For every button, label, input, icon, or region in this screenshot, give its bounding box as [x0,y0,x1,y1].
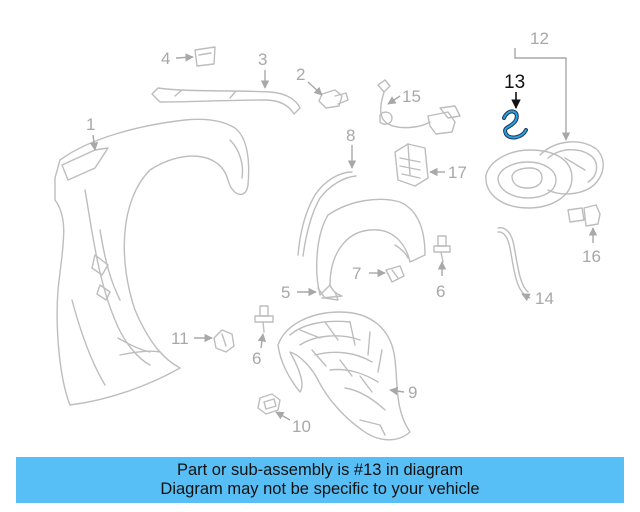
callout-15: 15 [402,87,421,106]
wheel-liner-part [277,311,411,441]
callout-7: 7 [352,264,361,283]
callout-2: 2 [296,65,305,84]
screw-part [257,393,281,415]
callout-1: 1 [86,115,95,134]
callout-6-right: 6 [436,282,445,301]
leader-14 [521,293,531,302]
callout-9: 9 [408,383,417,402]
bolt-part [318,89,349,109]
banner-line-2: Diagram may not be specific to your vehi… [160,480,480,498]
module-part [394,143,429,187]
banner-line-1: Part or sub-assembly is #13 in diagram [176,461,464,479]
callout-6-middle: 6 [252,349,261,368]
callout-labels: 1 2 3 4 5 6 6 6 7 8 9 10 11 12 13 14 15 … [86,29,601,436]
leader-9 [389,386,405,396]
leader-6-middle [257,333,267,349]
molding-strip-part [297,171,357,257]
callout-8: 8 [346,126,355,145]
callout-3: 3 [258,50,267,69]
callout-13: 13 [504,72,525,93]
leader-12 [514,48,571,141]
leader-2 [307,81,323,96]
callout-17: 17 [448,163,467,182]
callout-4: 4 [161,49,170,68]
callout-10: 10 [292,417,311,436]
callout-5: 5 [281,283,290,302]
info-banner: Part or sub-assembly is #13 in diagram D… [16,457,624,503]
harness-part [377,79,461,135]
callout-16: 16 [582,247,601,266]
callout-11: 11 [171,329,189,348]
leader-1 [89,134,99,151]
bolt-part-16 [567,204,601,227]
quarter-panel-part [54,118,250,406]
leader-10 [275,411,291,421]
stud-part-right [433,235,451,263]
stud-part-middle [254,305,274,333]
fender-flare-part [316,198,426,301]
clip-part [385,265,405,283]
pad-part [194,46,216,67]
spring-part-highlighted [502,109,528,140]
callout-14: 14 [535,289,554,308]
leader-15 [387,95,401,105]
callout-12: 12 [530,29,549,48]
leader-lines [89,48,598,421]
rod-part [497,227,529,295]
grommet-part [213,329,235,353]
fuel-door-part [485,141,604,209]
leader-4 [175,53,194,62]
upper-rail-part [151,87,301,115]
